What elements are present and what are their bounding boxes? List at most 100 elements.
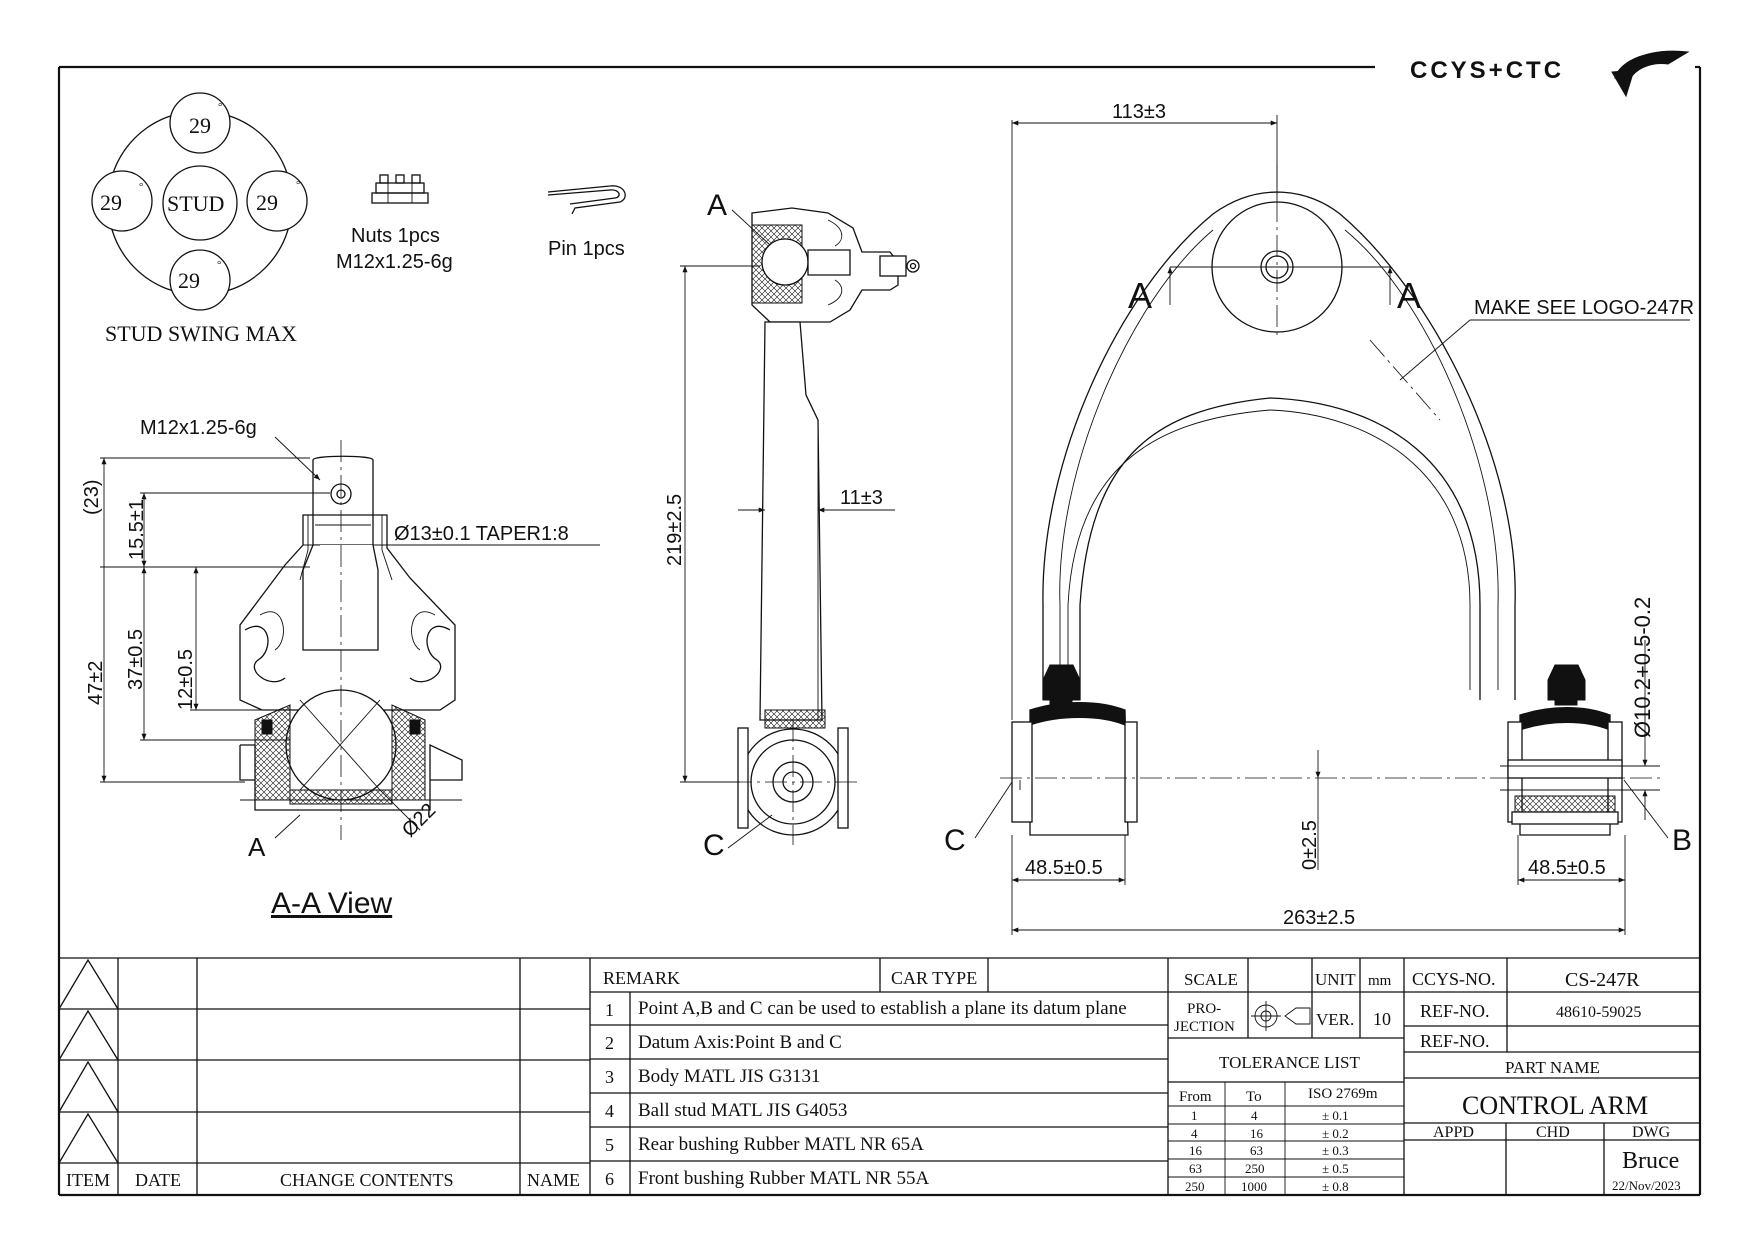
remark-text: Front bushing Rubber MATL NR 55A bbox=[638, 1168, 929, 1189]
swing-left: 29 bbox=[100, 190, 122, 215]
projection-label: PRO- bbox=[1187, 1001, 1221, 1017]
point-b: B bbox=[1672, 824, 1692, 857]
logo-note: MAKE SEE LOGO-247R bbox=[1474, 297, 1694, 319]
tolerance-title: TOLERANCE LIST bbox=[1219, 1053, 1360, 1072]
tol-cell: ± 0.5 bbox=[1322, 1161, 1349, 1176]
section-view-aa: M12x1.25-6g Ø13±0.1 TAPER1:8 (23) 15.5±1… bbox=[81, 417, 600, 920]
tol-cell: 4 bbox=[1191, 1126, 1198, 1141]
tol-cell: ± 0.8 bbox=[1322, 1179, 1349, 1194]
remark-no: 4 bbox=[605, 1101, 614, 1121]
pin-label: Pin 1pcs bbox=[548, 238, 625, 260]
top-view-control-arm: A A MAKE SEE LOGO-247R Ø10.2+0.5-0.2 bbox=[944, 101, 1694, 935]
remark-text: Point A,B and C can be used to establish… bbox=[638, 998, 1127, 1019]
swing-bottom: 29 bbox=[178, 268, 200, 293]
svg-text:°: ° bbox=[139, 181, 143, 193]
aa-view-title: A-A View bbox=[271, 887, 393, 920]
remark-no: 1 bbox=[605, 1000, 614, 1020]
section-a-right: A bbox=[1397, 275, 1421, 316]
projection-label-2: JECTION bbox=[1174, 1019, 1235, 1035]
dim-22: Ø22 bbox=[398, 799, 440, 841]
tol-cell: 63 bbox=[1250, 1143, 1263, 1158]
remark-no: 5 bbox=[605, 1135, 614, 1155]
svg-text:°: ° bbox=[218, 101, 222, 113]
remark-text: Ball stud MATL JIS G4053 bbox=[638, 1100, 847, 1121]
tol-cell: ± 0.1 bbox=[1322, 1108, 1349, 1123]
castle-nut-icon: Nuts 1pcs M12x1.25-6g bbox=[336, 174, 453, 273]
title-block-grid bbox=[58, 957, 1700, 1195]
cotter-pin-icon: Pin 1pcs bbox=[547, 185, 626, 260]
ver-value: 10 bbox=[1373, 1009, 1391, 1029]
unit-value: mm bbox=[1368, 973, 1392, 989]
remark-header: REMARK bbox=[603, 968, 680, 988]
dim-23: (23) bbox=[81, 479, 103, 515]
tol-cell: 250 bbox=[1245, 1161, 1265, 1176]
tol-cell: 250 bbox=[1185, 1179, 1205, 1194]
aa-thread-label: M12x1.25-6g bbox=[140, 417, 257, 439]
tol-cell: 16 bbox=[1250, 1126, 1264, 1141]
stud-swing-diagram: 29 ° 29 ° STUD 29 ° 29 ° STUD SWING MAX bbox=[91, 92, 308, 346]
remark-no: 6 bbox=[605, 1169, 614, 1189]
tol-header: From bbox=[1179, 1089, 1212, 1105]
ccys-no-label: CCYS-NO. bbox=[1412, 969, 1496, 989]
dim-center: 0±2.5 bbox=[1299, 820, 1321, 870]
point-c-side: C bbox=[703, 829, 725, 862]
point-c-top: C bbox=[944, 824, 966, 857]
remark-no: 2 bbox=[605, 1033, 614, 1053]
col-item: ITEM bbox=[66, 1170, 110, 1190]
dwg-label: DWG bbox=[1632, 1124, 1671, 1141]
nuts-thread: M12x1.25-6g bbox=[336, 251, 453, 273]
drawing-date: 22/Nov/2023 bbox=[1612, 1178, 1681, 1193]
stud-swing-caption: STUD SWING MAX bbox=[105, 321, 297, 346]
col-date: DATE bbox=[135, 1170, 181, 1190]
tol-cell: 63 bbox=[1189, 1161, 1202, 1176]
scale-label: SCALE bbox=[1184, 970, 1238, 989]
side-view: 219±2.5 11±3 A C bbox=[664, 189, 920, 862]
dim-48-right: 48.5±0.5 bbox=[1528, 857, 1606, 879]
part-name-label: PART NAME bbox=[1505, 1058, 1600, 1077]
tol-cell: 1 bbox=[1191, 1108, 1198, 1123]
part-name-value: CONTROL ARM bbox=[1462, 1091, 1648, 1120]
ccys-no-value: CS-247R bbox=[1565, 969, 1640, 991]
tol-cell: ± 0.2 bbox=[1322, 1126, 1349, 1141]
car-type-label: CAR TYPE bbox=[891, 968, 977, 988]
swing-top: 29 bbox=[189, 113, 211, 138]
tol-cell: 4 bbox=[1251, 1108, 1258, 1123]
swing-right: 29 bbox=[256, 190, 278, 215]
dim-11: 11±3 bbox=[840, 487, 883, 509]
remark-no: 3 bbox=[605, 1067, 614, 1087]
dim-219: 219±2.5 bbox=[664, 494, 686, 566]
drawer-name: Bruce bbox=[1622, 1148, 1679, 1174]
dim-12: 12±0.5 bbox=[175, 649, 197, 710]
dim-47: 47±2 bbox=[85, 661, 107, 705]
svg-text:°: ° bbox=[217, 259, 221, 271]
ref-no-value: 48610-59025 bbox=[1556, 1004, 1641, 1021]
projection-symbol-icon bbox=[1251, 1001, 1311, 1031]
tolerance-table: From To ISO 2769m 1 4 ± 0.1 4 16 ± 0.2 1… bbox=[1179, 1086, 1378, 1194]
remark-text: Rear bushing Rubber MATL NR 65A bbox=[638, 1134, 924, 1155]
col-change-contents: CHANGE CONTENTS bbox=[280, 1170, 454, 1190]
aa-taper-label: Ø13±0.1 TAPER1:8 bbox=[394, 523, 569, 545]
remark-text: Datum Axis:Point B and C bbox=[638, 1032, 842, 1053]
tol-header: To bbox=[1246, 1089, 1262, 1105]
section-a-left: A bbox=[1128, 275, 1152, 316]
ver-label: VER. bbox=[1316, 1010, 1354, 1029]
dim-37: 37±0.5 bbox=[125, 629, 147, 690]
logo-text: CCYS+CTC bbox=[1410, 57, 1564, 84]
tol-cell: ± 0.3 bbox=[1322, 1143, 1349, 1158]
ref-no-label: REF-NO. bbox=[1420, 1001, 1490, 1021]
tol-header: ISO 2769m bbox=[1308, 1086, 1378, 1102]
dim-113: 113±3 bbox=[1112, 101, 1166, 123]
swing-center: STUD bbox=[167, 191, 224, 216]
point-a-side: A bbox=[707, 189, 727, 222]
dim-48-left: 48.5±0.5 bbox=[1025, 857, 1103, 879]
sheet-border bbox=[57, 65, 1702, 1197]
dim-15-5: 15.5±1 bbox=[126, 499, 148, 560]
remark-text: Body MATL JIS G3131 bbox=[638, 1066, 820, 1087]
chd-label: CHD bbox=[1536, 1124, 1570, 1141]
appd-label: APPD bbox=[1433, 1124, 1474, 1141]
dim-263: 263±2.5 bbox=[1283, 907, 1355, 929]
company-logo: CCYS+CTC bbox=[1410, 50, 1690, 98]
remarks-list: 1 Point A,B and C can be used to establi… bbox=[605, 998, 1127, 1189]
tol-cell: 1000 bbox=[1241, 1179, 1267, 1194]
